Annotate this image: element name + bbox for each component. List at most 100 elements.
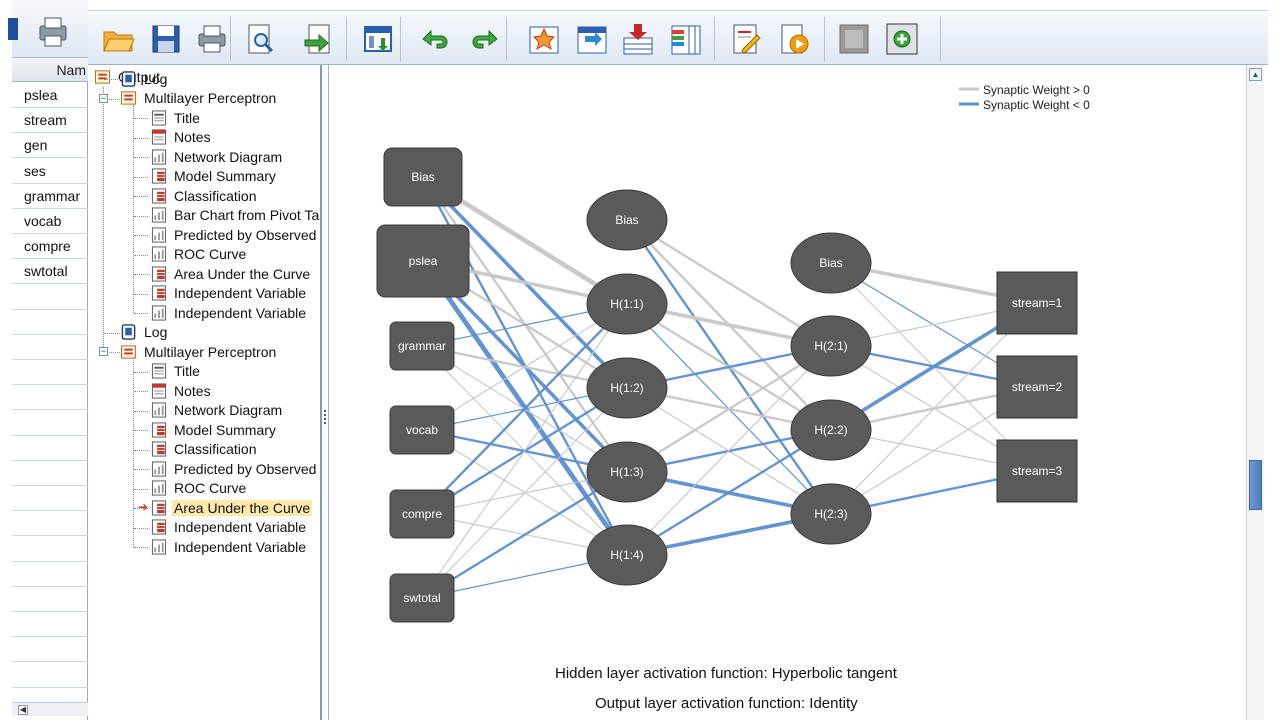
tree-connector	[134, 488, 148, 490]
outline-item[interactable]: Notes	[150, 381, 213, 400]
toolbar-separator	[346, 17, 347, 61]
outline-item[interactable]: Model Summary	[150, 420, 278, 439]
outline-item[interactable]: Network Diagram	[150, 147, 284, 166]
outline-item[interactable]: Model Summary	[150, 167, 278, 186]
variable-row[interactable]	[12, 335, 88, 360]
log-icon	[121, 70, 136, 87]
save-icon[interactable]	[8, 16, 20, 42]
outline-item[interactable]: Predicted by Observed	[150, 459, 318, 478]
outline-item[interactable]: Multilayer Perceptron	[120, 89, 278, 108]
horizontal-scrollbar[interactable]: ◀	[12, 702, 88, 716]
open-button[interactable]	[100, 21, 136, 57]
outline-item[interactable]: Notes	[150, 128, 213, 147]
tree-connector	[134, 547, 148, 548]
outline-item[interactable]: Log	[120, 69, 169, 88]
insert-cases-button[interactable]	[620, 21, 656, 57]
variable-row[interactable]	[12, 411, 88, 436]
variable-row[interactable]	[12, 637, 88, 663]
goto-case-button[interactable]	[526, 21, 562, 57]
variable-row[interactable]: gen	[12, 133, 88, 159]
run-script-button[interactable]	[776, 21, 812, 57]
chart-icon	[151, 148, 167, 165]
edit-output-button[interactable]	[728, 21, 764, 57]
vertical-scrollbar[interactable]: ▲	[1246, 65, 1264, 720]
outline-item[interactable]: Independent Variable	[150, 303, 308, 322]
variable-row[interactable]	[12, 511, 88, 537]
outline-item[interactable]: Independent Variable	[150, 537, 308, 556]
outline-label: Classification	[174, 441, 257, 457]
outline-item[interactable]: ROC Curve	[150, 479, 248, 498]
variable-row[interactable]	[12, 436, 88, 461]
variable-row[interactable]	[12, 612, 88, 638]
outline-item[interactable]: Title	[150, 362, 202, 381]
tree-connector	[134, 157, 148, 158]
outline-item[interactable]: Bar Chart from Pivot Ta	[150, 206, 320, 225]
goto-variable-button[interactable]	[574, 21, 610, 57]
variable-row[interactable]	[12, 285, 88, 310]
variable-row[interactable]	[12, 461, 88, 486]
outline-item[interactable]: Independent Variable	[150, 284, 308, 303]
outline-item[interactable]: Independent Variable	[150, 518, 308, 537]
outline-item[interactable]: Title	[150, 108, 202, 127]
positive-weight-line	[626, 345, 832, 556]
outline-label: Network Diagram	[174, 402, 283, 418]
variable-row[interactable]: pslea	[12, 83, 88, 108]
recall-dialog-button[interactable]	[360, 21, 396, 57]
print-preview-button[interactable]	[242, 21, 278, 57]
scroll-left-icon[interactable]: ◀	[18, 705, 28, 715]
outline-item[interactable]: Multilayer Perceptron	[120, 342, 278, 361]
designate-window-button[interactable]	[884, 21, 920, 57]
chart-icon	[151, 460, 167, 477]
variable-row[interactable]: swtotal	[12, 259, 88, 285]
hidden2-node: Bias	[790, 232, 872, 294]
redo-button[interactable]	[468, 21, 504, 57]
tree-connector	[134, 196, 148, 197]
tree-connector	[104, 352, 120, 353]
export-button[interactable]	[300, 21, 336, 57]
variable-row[interactable]	[12, 385, 88, 411]
outline-item[interactable]: Network Diagram	[150, 401, 284, 420]
variable-row[interactable]	[12, 360, 88, 386]
variable-row[interactable]: stream	[12, 108, 88, 134]
procedure-icon	[121, 91, 137, 105]
disabled-tool-button[interactable]	[836, 21, 872, 57]
outline-item[interactable]: Classification	[150, 440, 258, 459]
outline-label: Model Summary	[174, 421, 276, 438]
undo-button[interactable]	[416, 21, 452, 57]
outline-item[interactable]: Area Under the Curve	[150, 498, 313, 517]
save-button[interactable]	[148, 21, 184, 57]
collapse-toggle-icon[interactable]: −	[99, 92, 108, 103]
variable-row[interactable]	[12, 537, 88, 562]
variable-row[interactable]	[12, 562, 88, 587]
hidden2-node: H(2:2)	[790, 399, 872, 461]
tree-connector	[134, 527, 148, 529]
print-button[interactable]	[194, 21, 230, 57]
tree-connector	[134, 176, 148, 178]
pane-splitter[interactable]	[322, 408, 328, 428]
variable-row[interactable]: compre	[12, 234, 88, 260]
node-label: stream=1	[1012, 296, 1063, 310]
variable-row[interactable]: grammar	[12, 184, 88, 209]
node-label: H(2:1)	[814, 339, 847, 353]
outline-item[interactable]: ROC Curve	[150, 245, 248, 264]
scroll-up-icon[interactable]: ▲	[1249, 68, 1262, 81]
data-editor-toolbar	[8, 0, 88, 58]
outline-item[interactable]: Log	[120, 323, 169, 342]
outline-item[interactable]: Classification	[150, 186, 258, 205]
outline-item[interactable]: Predicted by Observed	[150, 225, 318, 244]
insert-variable-button[interactable]	[668, 21, 704, 57]
variable-row[interactable]	[12, 663, 88, 688]
variable-row[interactable]	[12, 587, 88, 612]
scroll-thumb[interactable]	[1249, 460, 1262, 510]
window-edge	[1264, 65, 1280, 720]
print-icon[interactable]	[36, 16, 70, 48]
collapse-toggle-icon[interactable]: −	[99, 346, 108, 356]
variable-row[interactable]	[12, 310, 88, 335]
outline-item[interactable]: Area Under the Curve	[150, 264, 312, 283]
variable-name-header[interactable]: Nam	[12, 58, 88, 82]
node-label: H(1:3)	[610, 465, 643, 479]
variable-row[interactable]: vocab	[12, 209, 88, 234]
variable-row[interactable]	[12, 486, 88, 512]
variable-row[interactable]: ses	[12, 159, 88, 184]
